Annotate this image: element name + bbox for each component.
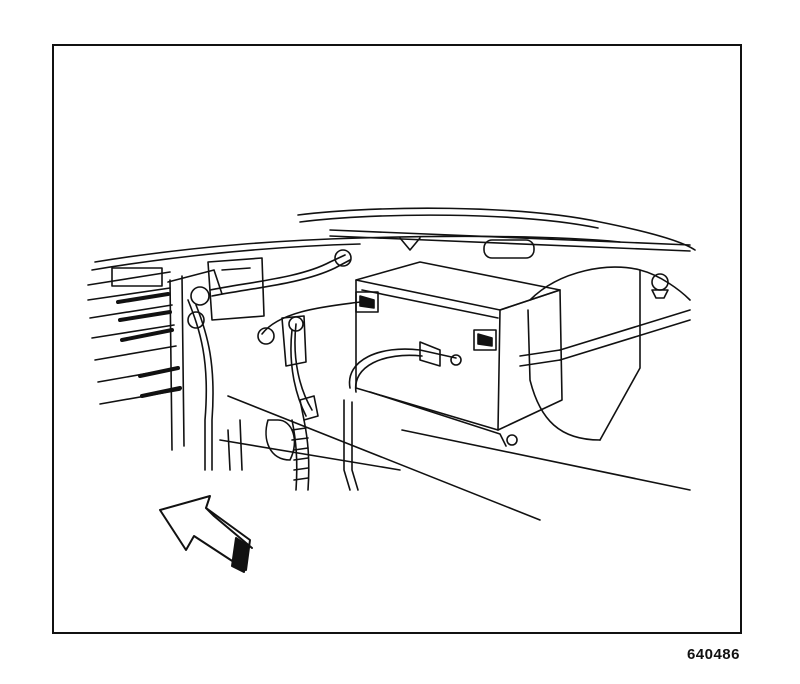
harness-clip — [257, 315, 319, 491]
grille — [87, 267, 182, 405]
wiper-bar — [329, 229, 691, 259]
headlamp-housing — [207, 257, 265, 321]
wiring-harness — [209, 249, 457, 491]
front-direction-arrow-icon — [159, 495, 253, 573]
control-module — [355, 261, 563, 447]
strut-tower — [506, 266, 691, 446]
lower-panel — [219, 395, 691, 521]
connector-upper — [355, 291, 379, 313]
connector-lower — [473, 329, 497, 351]
figure-code: 640486 — [686, 646, 740, 663]
illustration-frame — [52, 44, 742, 634]
support-bracket — [167, 269, 223, 471]
